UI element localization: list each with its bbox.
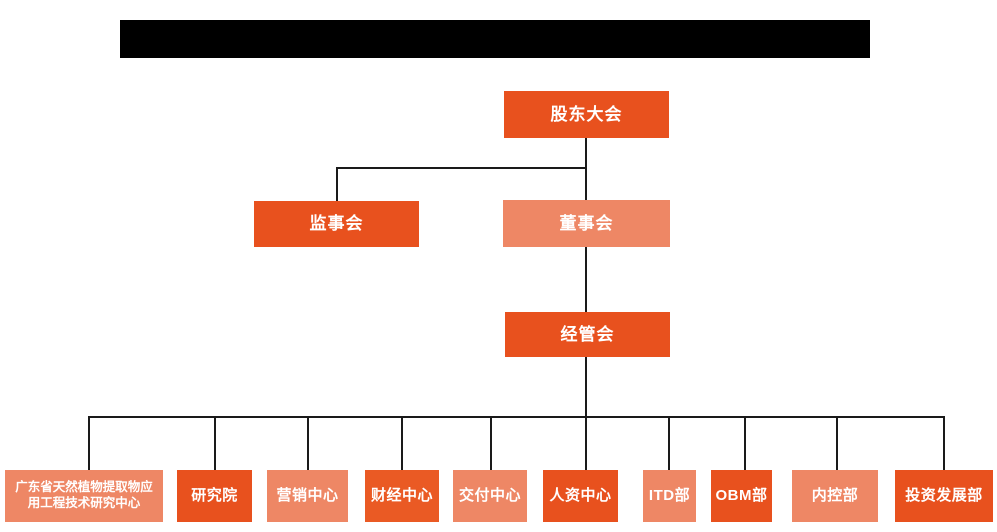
connector-drop-1 <box>88 416 90 470</box>
org-node-board-of-directors: 董事会 <box>503 200 670 247</box>
connector-drop-4 <box>401 416 403 470</box>
connector-drop-3 <box>307 416 309 470</box>
connector-mgmt-to-depts <box>585 357 587 418</box>
connector-to-supervisory <box>336 167 338 202</box>
connector-root-to-level2 <box>585 138 587 201</box>
org-node-shareholders-meeting: 股东大会 <box>504 91 669 138</box>
org-node-supervisory-board: 监事会 <box>254 201 419 247</box>
org-node-dept-itd: ITD部 <box>643 470 696 522</box>
connector-drop-5 <box>490 416 492 470</box>
org-node-dept-obm: OBM部 <box>711 470 772 522</box>
org-node-dept-delivery-center: 交付中心 <box>453 470 527 522</box>
connector-drop-10 <box>943 416 945 470</box>
connector-drop-7 <box>668 416 670 470</box>
connector-level2-horizontal <box>336 167 587 169</box>
connector-board-to-mgmt <box>585 247 587 313</box>
org-node-dept-hr-center: 人资中心 <box>543 470 618 522</box>
connector-depts-horizontal <box>88 416 945 418</box>
org-node-dept-internal-control: 内控部 <box>792 470 878 522</box>
redacted-title-bar <box>120 20 870 58</box>
org-node-dept-investment-development: 投资发展部 <box>895 470 993 522</box>
org-node-dept-research-institute: 研究院 <box>177 470 252 522</box>
org-node-dept-finance-center: 财经中心 <box>365 470 439 522</box>
connector-drop-2 <box>214 416 216 470</box>
connector-drop-6 <box>585 416 587 470</box>
connector-drop-9 <box>836 416 838 470</box>
org-node-dept-marketing-center: 营销中心 <box>267 470 348 522</box>
org-node-dept-research-center: 广东省天然植物提取物应用工程技术研究中心 <box>5 470 163 522</box>
connector-drop-8 <box>744 416 746 470</box>
org-node-management-committee: 经管会 <box>505 312 670 357</box>
